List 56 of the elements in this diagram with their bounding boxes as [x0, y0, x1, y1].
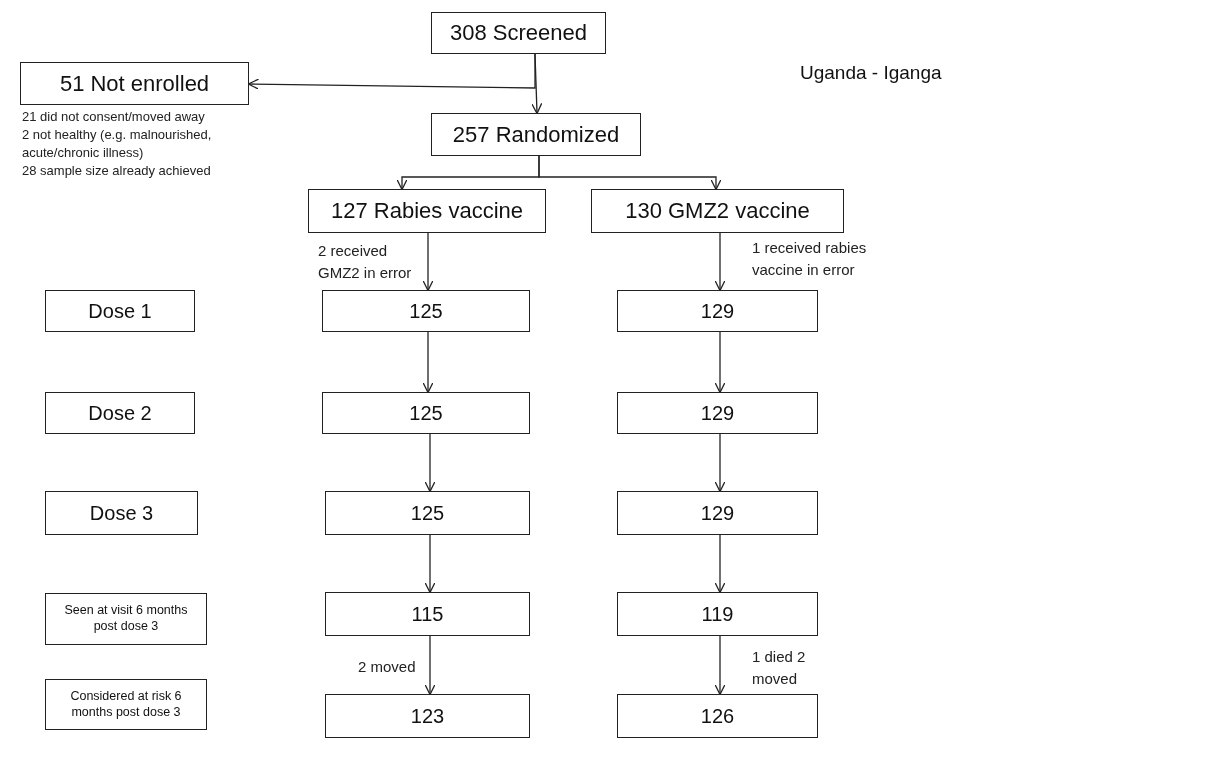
arrow	[538, 155, 722, 191]
box-text: 125	[409, 298, 443, 324]
box-text: 308 Screened	[450, 19, 587, 47]
process-box	[325, 491, 530, 535]
process-box	[308, 189, 546, 233]
process-box	[45, 491, 198, 535]
process-box	[325, 592, 530, 636]
box-text: 125	[409, 400, 443, 426]
box-text: 130 GMZ2 vaccine	[625, 197, 810, 225]
arrow	[424, 433, 436, 493]
box-text: 115	[411, 601, 444, 627]
note-text: 28 sample size already achieved	[22, 161, 212, 180]
arrow	[424, 534, 436, 594]
note-text: 21 did not consent/moved away	[22, 108, 206, 126]
box-text: 119	[701, 601, 734, 627]
process-box	[325, 694, 530, 738]
arrow	[714, 534, 726, 594]
process-box	[617, 694, 818, 738]
process-box	[431, 113, 641, 156]
arrow	[714, 331, 726, 394]
process-box	[591, 189, 844, 233]
arrow	[714, 635, 726, 696]
process-box	[45, 392, 195, 434]
process-box	[45, 679, 207, 730]
box-text: 127 Rabies vaccine	[331, 197, 523, 225]
box-text: 51 Not enrolled	[59, 69, 210, 98]
process-box	[45, 593, 207, 645]
process-box	[322, 392, 530, 434]
note-text: 2 not healthy (e.g. malnourished, acute/chronic illness)	[22, 125, 213, 162]
box-text: 257 Randomized	[452, 120, 620, 149]
process-box	[431, 12, 606, 54]
box-text: 125	[410, 500, 445, 526]
box-text: 129	[700, 500, 735, 526]
arrow	[714, 433, 726, 493]
box-text: 126	[700, 703, 735, 729]
process-box	[617, 392, 818, 434]
box-text: 129	[700, 400, 735, 426]
arrow	[422, 232, 434, 292]
box-text: Dose 2	[88, 400, 152, 426]
box-text: Considered at risk 6 months post dose 3	[69, 688, 183, 721]
region-label: Uganda - Iganga	[800, 62, 942, 84]
process-box	[617, 491, 818, 535]
box-text: 123	[410, 703, 445, 729]
arrow	[422, 331, 434, 394]
box-text: 129	[700, 298, 735, 324]
process-box	[617, 592, 818, 636]
arrow	[247, 53, 536, 90]
process-box	[20, 62, 249, 105]
arrow	[714, 232, 726, 292]
arrow	[424, 635, 436, 696]
box-text: Seen at visit 6 months post dose 3	[63, 603, 189, 635]
process-box	[45, 290, 195, 332]
process-box	[617, 290, 818, 332]
box-text: Dose 3	[89, 500, 154, 526]
box-text: Dose 1	[88, 298, 152, 324]
process-box	[322, 290, 530, 332]
